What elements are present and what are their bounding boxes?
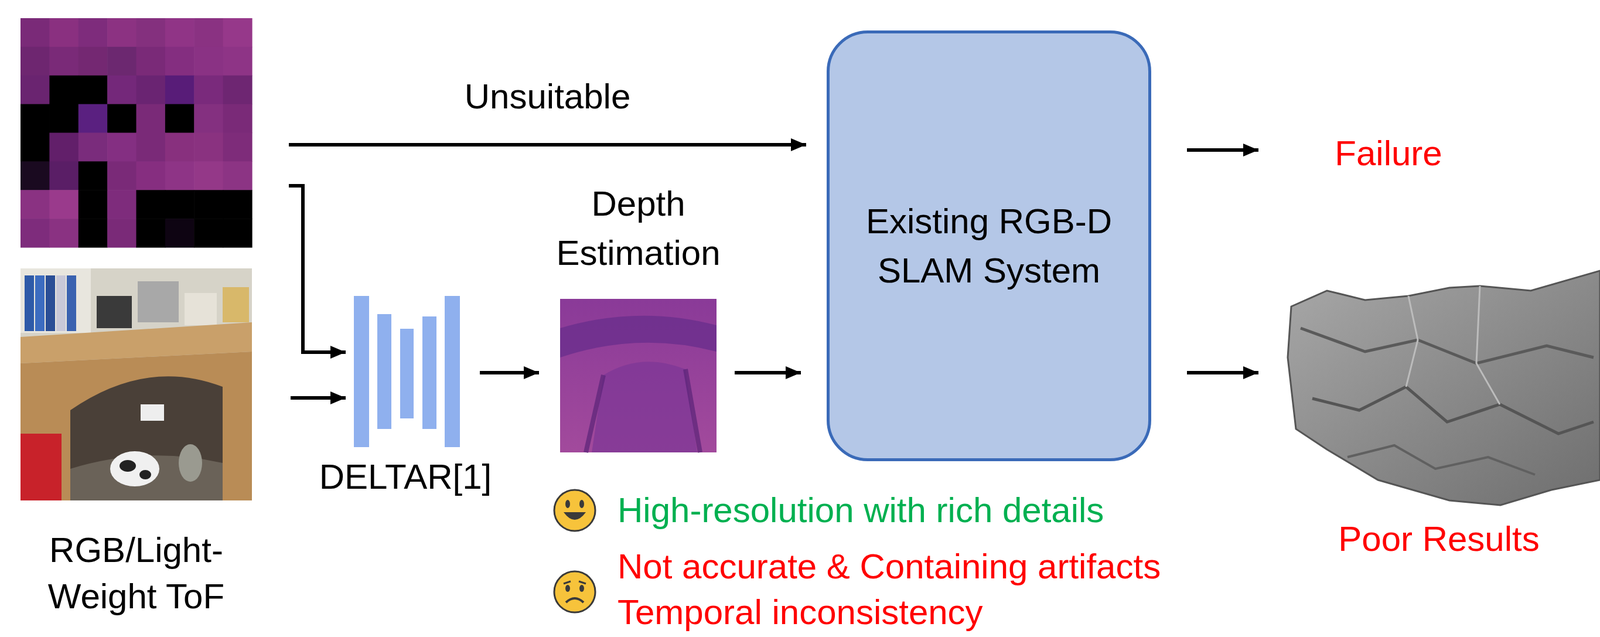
node-text: RGB/Light-Weight ToF	[20, 526, 252, 620]
note-text: Not accurate & Containing artifacts	[617, 545, 1161, 588]
node-text: Poor Results	[1338, 517, 1540, 561]
mesh-reconstruction	[1287, 270, 1600, 506]
node-text: Depth Estimation	[536, 179, 740, 278]
flow-arrow	[288, 142, 807, 147]
note-text: Temporal inconsistency	[617, 591, 984, 634]
flow-arrow	[290, 396, 346, 400]
happy-emoji	[554, 489, 596, 531]
sad-emoji	[554, 571, 596, 613]
node-text: Existing RGB-D SLAM System	[851, 196, 1127, 296]
note-text: High-resolution with rich details	[617, 489, 1104, 532]
flow-arrow	[479, 370, 539, 375]
slam-box: Existing RGB-D SLAM System	[826, 30, 1152, 462]
flow-arrow	[1186, 370, 1259, 375]
tof-heatmap	[20, 18, 253, 248]
flow-arrow	[734, 370, 801, 375]
network-symbol	[353, 295, 460, 448]
node-text: Failure	[1334, 132, 1442, 175]
rgb-photo	[20, 268, 252, 501]
edge-label: Unsuitable	[461, 75, 635, 118]
input-images: RGB/Light-Weight ToF	[20, 18, 252, 620]
depth-map	[560, 298, 717, 453]
network-block: DELTAR[1]	[346, 292, 465, 498]
mesh-result: Poor Results	[1283, 287, 1600, 569]
depth-image: Depth Estimation	[560, 175, 717, 453]
node-text: DELTAR[1]	[319, 455, 493, 498]
flow-arrow	[288, 185, 346, 353]
flow-arrow	[1186, 148, 1259, 152]
failure-result: Failure	[1312, 125, 1465, 182]
